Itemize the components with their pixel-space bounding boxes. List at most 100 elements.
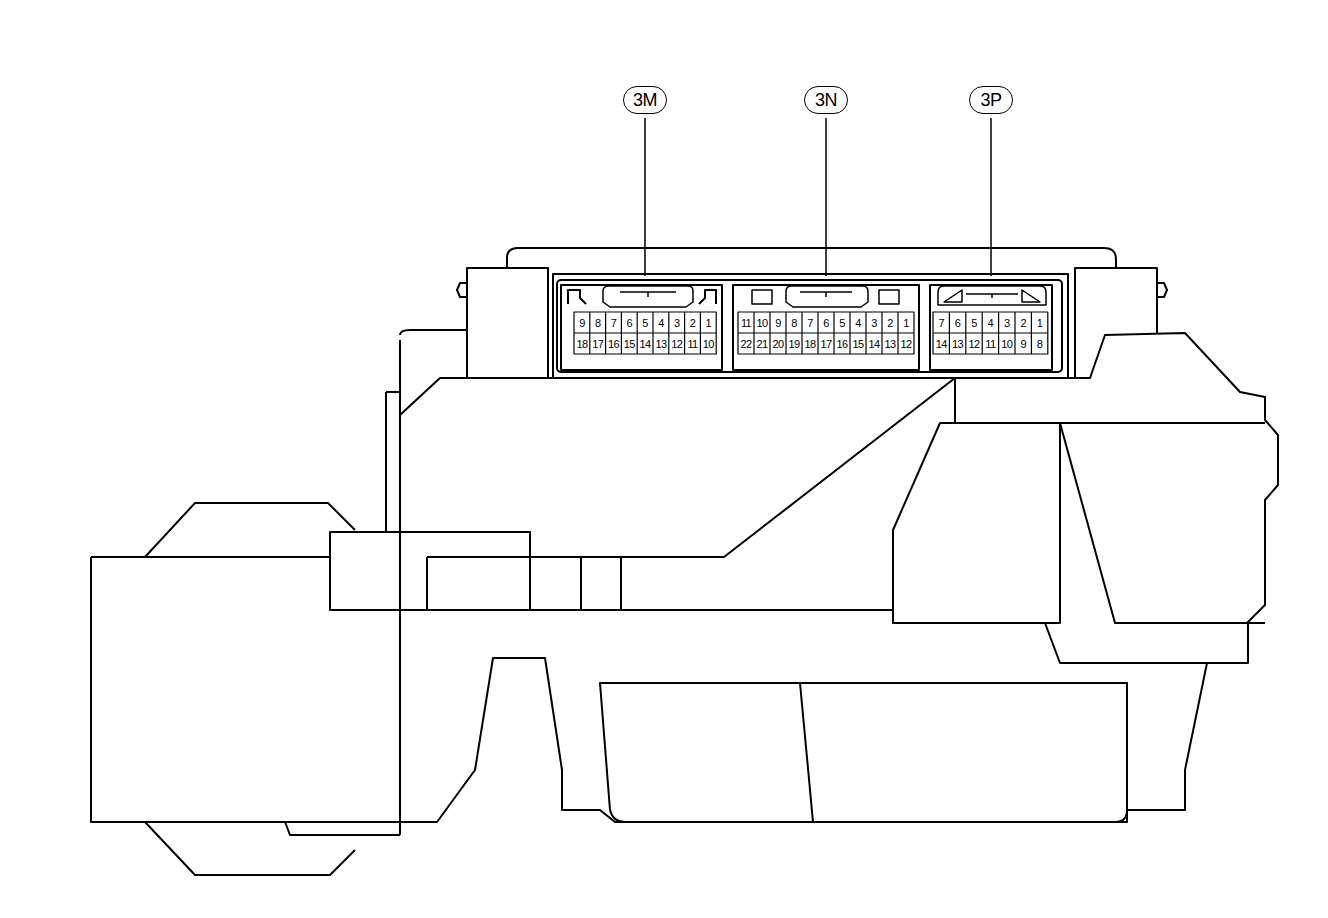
pin-grid-line [897, 312, 898, 354]
pin-number: 2 [685, 313, 701, 333]
pin-grid-line [700, 312, 701, 354]
connector-face [930, 285, 1052, 370]
pin-number: 2 [882, 313, 898, 333]
pin-grid-line [684, 312, 685, 354]
pin-number: 21 [754, 334, 770, 354]
pin-number: 11 [982, 334, 998, 354]
octagon-cap [145, 503, 355, 557]
pin-grid-frame [738, 312, 914, 354]
pin-number: 17 [818, 334, 834, 354]
connector-face [733, 285, 919, 370]
body-edge [1045, 623, 1248, 663]
pin-grid-line [801, 312, 802, 354]
pin-number: 7 [802, 313, 818, 333]
pin-number: 9 [1015, 334, 1031, 354]
pin-number: 8 [590, 313, 606, 333]
pin-number: 13 [882, 334, 898, 354]
pin-number: 2 [1015, 313, 1031, 333]
pin-grid-line [849, 312, 850, 354]
pin-grid-line [998, 312, 999, 354]
pin-number: 16 [834, 334, 850, 354]
body-edge [399, 340, 401, 835]
pin-grid-line [833, 312, 834, 354]
callout-label: 3M [623, 86, 667, 114]
pin-number: 10 [700, 334, 716, 354]
side-block [955, 423, 1265, 623]
right-tab [1157, 283, 1167, 297]
pin-grid-line [769, 312, 770, 354]
pin-number: 18 [802, 334, 818, 354]
pin-grid [574, 312, 1048, 354]
pin-grid-line [605, 312, 606, 354]
left-bracket [467, 268, 548, 378]
pin-number: 15 [850, 334, 866, 354]
pin-number: 13 [653, 334, 669, 354]
mount-boss [330, 532, 530, 610]
pin-number: 10 [754, 313, 770, 333]
pin-number: 14 [933, 334, 949, 354]
pin-grid-line [982, 312, 983, 354]
pin-number: 10 [999, 334, 1015, 354]
pin-grid-line [949, 312, 950, 354]
pin-number: 22 [738, 334, 754, 354]
pin-grid-line [933, 332, 1048, 333]
connector-latch [603, 286, 693, 307]
connector-housing [553, 274, 1068, 378]
pin-number: 1 [700, 313, 716, 333]
pin-number: 4 [850, 313, 866, 333]
pin-grid-line [652, 312, 653, 354]
pin-number: 6 [949, 313, 965, 333]
pin-number: 3 [866, 313, 882, 333]
pin-grid-line [574, 332, 716, 333]
pin-number: 9 [770, 313, 786, 333]
pin-number: 7 [933, 313, 949, 333]
pin-number: 8 [1031, 334, 1047, 354]
pin-number: 13 [949, 334, 965, 354]
pin-number: 12 [898, 334, 914, 354]
pin-number: 6 [818, 313, 834, 333]
pin-grid-line [965, 312, 966, 354]
leader-line [645, 118, 991, 276]
pin-grid-line [865, 312, 866, 354]
octagon-cap [145, 822, 355, 875]
pin-number: 8 [786, 313, 802, 333]
pin-number: 5 [834, 313, 850, 333]
pin-number: 1 [898, 313, 914, 333]
pin-number: 12 [966, 334, 982, 354]
pin-number: 6 [621, 313, 637, 333]
callout-text: 3P [980, 90, 1001, 111]
callout-label: 3P [969, 86, 1013, 114]
bottom-tray [600, 683, 1127, 822]
body-edge [330, 557, 893, 610]
pin-number: 1 [1031, 313, 1047, 333]
tray-divider [800, 683, 813, 822]
top-plate [507, 248, 1116, 268]
pin-grid-frame [574, 312, 716, 354]
pin-number: 5 [637, 313, 653, 333]
side-block [893, 423, 1060, 623]
pin-grid-line [637, 312, 638, 354]
pin-grid-line [589, 312, 590, 354]
pin-number: 14 [866, 334, 882, 354]
pin-number: 7 [606, 313, 622, 333]
body-edge [400, 330, 467, 335]
pin-number: 4 [982, 313, 998, 333]
pin-number: 18 [574, 334, 590, 354]
pin-number: 12 [669, 334, 685, 354]
connector-latch [786, 286, 868, 307]
body-edge [386, 392, 400, 532]
pin-number: 3 [999, 313, 1015, 333]
pin-number: 3 [669, 313, 685, 333]
pin-grid-line [785, 312, 786, 354]
pin-number: 20 [770, 334, 786, 354]
pin-number: 15 [621, 334, 637, 354]
connector-latch [938, 286, 1046, 305]
pin-number: 16 [606, 334, 622, 354]
pin-grid-line [668, 312, 669, 354]
pin-grid-line [738, 332, 914, 333]
connector-face [561, 285, 722, 370]
pin-grid-line [621, 312, 622, 354]
pin-number: 11 [738, 313, 754, 333]
